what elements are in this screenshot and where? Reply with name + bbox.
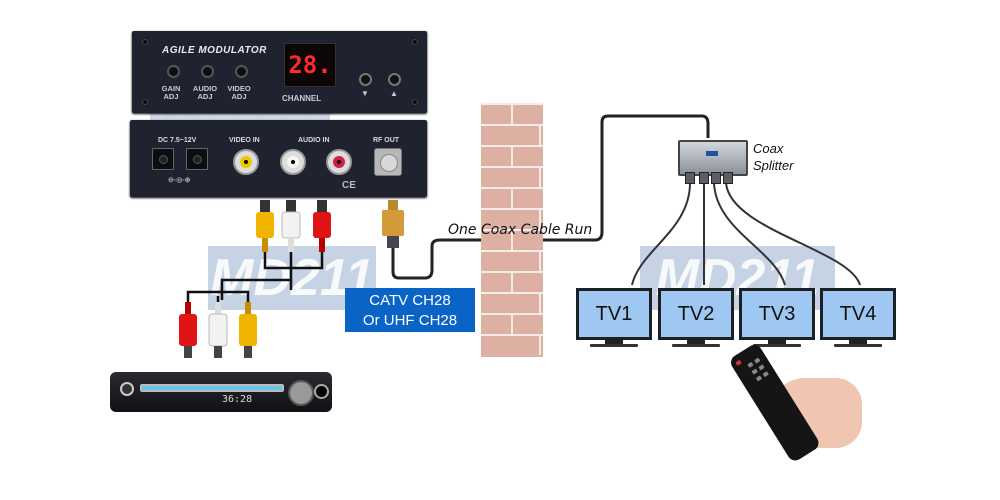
brick-mortar bbox=[481, 166, 543, 168]
channel-label: CHANNEL bbox=[282, 94, 322, 103]
gain-adjust-knob[interactable] bbox=[167, 65, 180, 78]
dc-jack-1[interactable] bbox=[152, 148, 174, 170]
rca-plug-white-top bbox=[281, 200, 301, 252]
polarity-icon: ⊖-◎-⊕ bbox=[168, 177, 191, 184]
dvd-display: 36:28 bbox=[222, 394, 253, 405]
dc-jack-2[interactable] bbox=[186, 148, 208, 170]
channel-down-button[interactable] bbox=[359, 73, 372, 86]
tv-4: TV4 bbox=[820, 288, 896, 347]
up-arrow-icon: ▲ bbox=[390, 89, 398, 98]
brick-mortar bbox=[481, 145, 543, 147]
audio-adjust-knob[interactable] bbox=[201, 65, 214, 78]
tv-3: TV3 bbox=[739, 288, 815, 347]
splitter-label: Coax Splitter bbox=[753, 141, 794, 173]
splitter-port bbox=[711, 172, 721, 184]
brick-mortar bbox=[481, 334, 543, 336]
remote-power-button bbox=[735, 359, 742, 366]
splitter-port bbox=[699, 172, 709, 184]
coax-splitter bbox=[678, 140, 748, 176]
brick-joint bbox=[539, 336, 541, 355]
brick-joint bbox=[511, 315, 513, 334]
rca-plug-white-bottom bbox=[208, 302, 228, 358]
video-in-jack[interactable] bbox=[233, 149, 259, 175]
down-arrow-icon: ▼ bbox=[361, 89, 369, 98]
audio-in-right-jack[interactable] bbox=[326, 149, 352, 175]
brick-mortar bbox=[481, 208, 543, 210]
disc-tray-slot bbox=[140, 384, 284, 392]
tv-screen: TV2 bbox=[661, 291, 731, 337]
brick-mortar bbox=[481, 292, 543, 294]
video-in-label: VIDEO IN bbox=[229, 137, 260, 144]
rca-plug-red-bottom bbox=[179, 302, 197, 358]
dvd-knob[interactable] bbox=[314, 384, 329, 399]
brick-mortar bbox=[481, 271, 543, 273]
rca-plug-yellow-top bbox=[256, 200, 274, 252]
tv-screen: TV1 bbox=[579, 291, 649, 337]
catv-channel-label: CATV CH28 Or UHF CH28 bbox=[345, 288, 475, 332]
dvd-player: 36:28 bbox=[110, 366, 332, 418]
screw-icon bbox=[142, 99, 148, 105]
brick-mortar bbox=[481, 187, 543, 189]
f-connector bbox=[382, 200, 404, 248]
splitter-to-tv-cables bbox=[631, 182, 861, 286]
brick-joint bbox=[539, 252, 541, 271]
audio-in-label: AUDIO IN bbox=[298, 137, 330, 144]
brick-joint bbox=[511, 147, 513, 166]
modulator-title: AGILE MODULATOR bbox=[162, 45, 267, 56]
brick-mortar bbox=[481, 229, 543, 231]
cable-run-label: One Coax Cable Run bbox=[448, 222, 593, 238]
brick-wall bbox=[481, 103, 543, 357]
channel-display: 28. bbox=[284, 43, 336, 87]
brick-mortar bbox=[481, 124, 543, 126]
brick-joint bbox=[539, 210, 541, 229]
screw-icon bbox=[412, 99, 418, 105]
power-button[interactable] bbox=[120, 382, 134, 396]
brick-joint bbox=[511, 273, 513, 292]
screw-icon bbox=[142, 39, 148, 45]
brick-joint bbox=[539, 168, 541, 187]
brick-joint bbox=[511, 189, 513, 208]
brick-joint bbox=[539, 294, 541, 313]
rca-plug-yellow-bottom bbox=[239, 302, 257, 358]
dvd-nav-pad[interactable] bbox=[288, 380, 314, 406]
splitter-port bbox=[723, 172, 733, 184]
channel-up-button[interactable] bbox=[388, 73, 401, 86]
rca-plug-red-top bbox=[313, 200, 331, 252]
rf-out-connector[interactable] bbox=[374, 148, 402, 176]
tv-screen: TV3 bbox=[742, 291, 812, 337]
brick-joint bbox=[539, 126, 541, 145]
screw-icon bbox=[412, 39, 418, 45]
tv-2: TV2 bbox=[658, 288, 734, 347]
brick-joint bbox=[511, 231, 513, 250]
brick-joint bbox=[511, 105, 513, 124]
audio-in-left-jack[interactable] bbox=[280, 149, 306, 175]
tv-1: TV1 bbox=[576, 288, 652, 347]
splitter-brand-icon bbox=[706, 151, 718, 156]
dc-power-label: DC 7.5~12V bbox=[158, 137, 197, 144]
video-adjust-knob[interactable] bbox=[235, 65, 248, 78]
ce-mark: CE bbox=[342, 180, 356, 191]
brick-mortar bbox=[481, 250, 543, 252]
splitter-port bbox=[685, 172, 695, 184]
coax-cable-run bbox=[391, 114, 710, 280]
rf-out-label: RF OUT bbox=[373, 137, 400, 144]
av-cable bbox=[186, 252, 324, 305]
tv-screen: TV4 bbox=[823, 291, 893, 337]
modulator-back-panel: DC 7.5~12V ⊖-◎-⊕ VIDEO IN AUDIO IN RF OU… bbox=[130, 120, 427, 197]
brick-mortar bbox=[481, 103, 543, 105]
brick-mortar bbox=[481, 313, 543, 315]
